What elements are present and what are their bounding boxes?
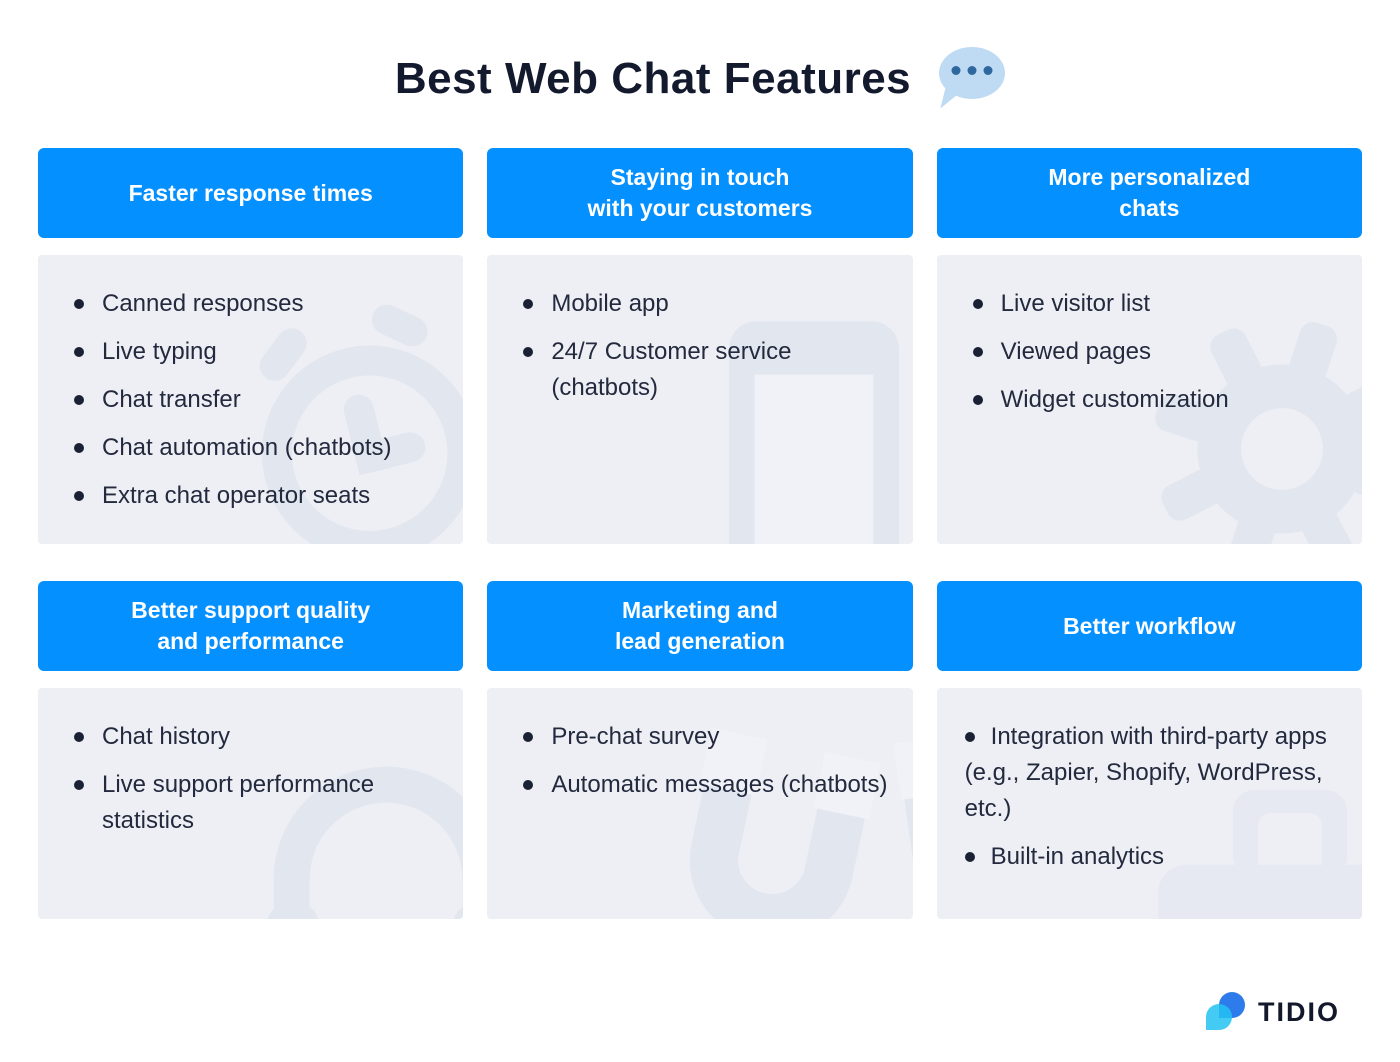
feature-item: Viewed pages [971,334,1340,370]
tidio-logo-cyan-bubble [1206,1004,1232,1030]
card-body: Integration with third-party apps (e.g.,… [936,688,1362,919]
card-title: Faster response times [38,148,464,238]
feature-item: Automatic messages (chatbots) [521,767,890,803]
feature-item: Live visitor list [971,286,1340,322]
speech-bubble-tail [940,85,964,113]
feature-item: Canned responses [72,286,441,322]
tidio-logo: TIDIO [1206,992,1340,1032]
feature-item: Live support performance statistics [72,767,441,839]
speech-bubble-icon [939,47,1006,113]
tidio-logo-icon [1206,992,1246,1032]
feature-item: Pre-chat survey [521,719,890,755]
speech-bubble-dots [951,66,993,75]
tidio-wordmark: TIDIO [1258,996,1340,1027]
feature-item: Chat history [72,719,441,755]
feature-item: Mobile app [521,286,890,322]
feature-item: Integration with third-party apps (e.g.,… [965,719,1340,827]
page-title: Best Web Chat Features [394,54,912,103]
feature-item: Widget customization [971,382,1340,418]
feature-item: 24/7 Customer service (chatbots) [521,334,890,406]
feature-list: Integration with third-party apps (e.g.,… [937,688,1362,875]
feature-list: Mobile app 24/7 Customer service (chatbot… [487,255,912,406]
card-body: Mobile app 24/7 Customer service (chatbot… [487,255,913,544]
feature-item: Extra chat operator seats [72,478,441,514]
feature-card: Better workflow Integration with third-p… [936,581,1362,919]
feature-item: Live typing [72,334,441,370]
card-title: Better workflow [936,581,1362,671]
feature-item: Built-in analytics [965,839,1340,875]
feature-item: Chat transfer [72,382,441,418]
page-header: Best Web Chat Features [0,0,1400,113]
feature-item: Chat automation (chatbots) [72,430,441,466]
